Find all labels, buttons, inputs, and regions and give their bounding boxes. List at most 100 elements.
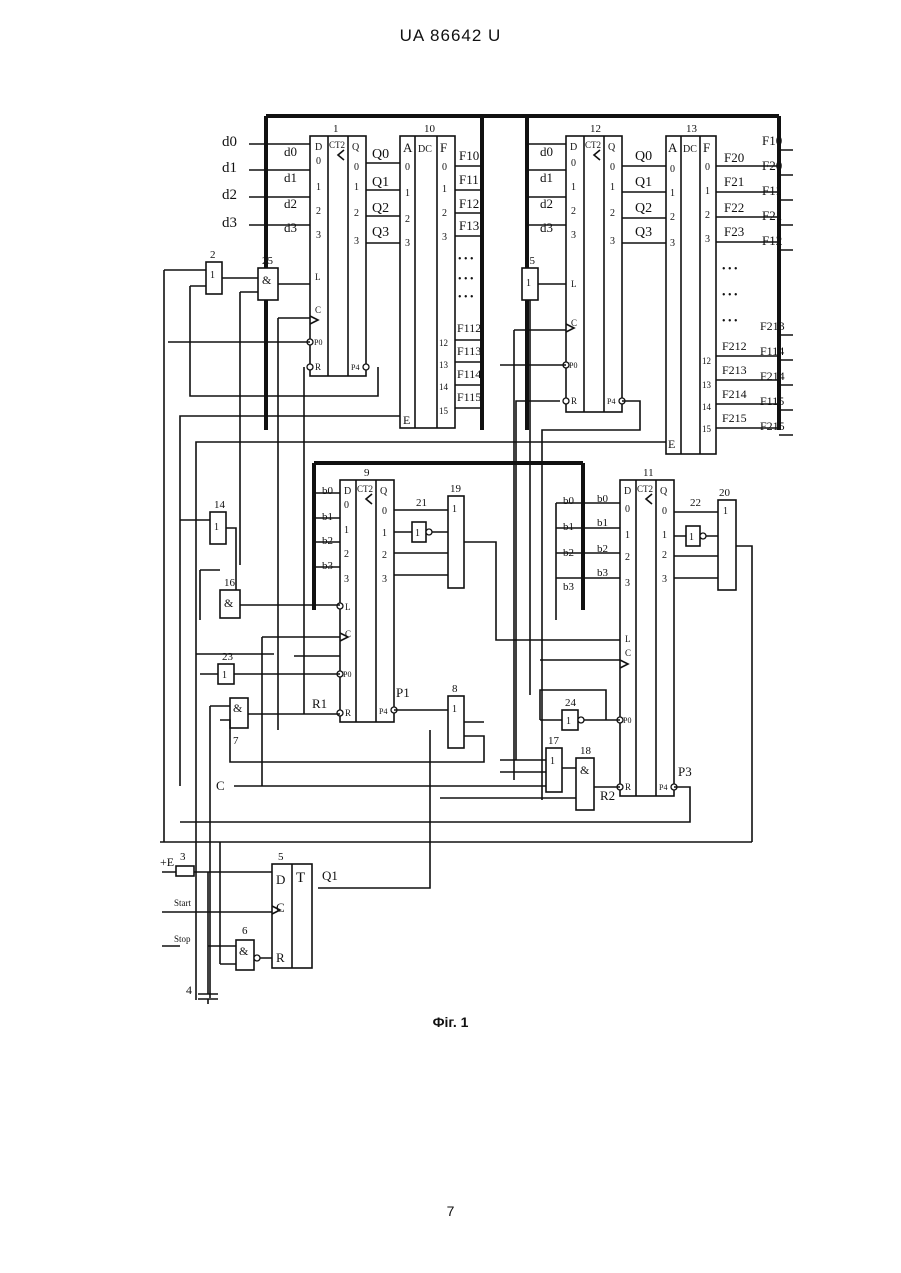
not-gate-23-number: 23 [222,651,234,663]
rout-0: F10 [762,133,782,148]
d13-pin-f: F [703,140,710,155]
d10-f3: 3 [442,232,447,243]
d13-a1: 1 [670,188,675,199]
c1-pin-c: C [315,305,321,315]
c9-in0: 0 [344,500,349,511]
d10-type: DC [418,144,432,155]
c12-out3: 3 [610,236,615,247]
trigger-5-pin-c: C [276,900,285,915]
c1-in1: 1 [316,182,321,193]
c9-inv-r [337,710,343,716]
c11-pin-p4: P4 [659,783,667,792]
c11-pin-d: D [624,486,631,497]
signal-q1: Q1 [322,868,338,883]
c9-in2: 2 [344,549,349,560]
and-gate-25-symbol: & [262,273,272,287]
c12-in1: 1 [571,182,576,193]
wires-trigger [162,842,272,990]
cnt12-d2: d2 [540,196,553,211]
or-gate-2-number: 2 [210,249,216,261]
c1-in3: 3 [316,230,321,241]
or-gate-20-symbol: 1 [723,506,728,517]
c9-pin-q: Q [380,486,388,497]
cnt1-q0: Q0 [372,147,389,162]
and-gate-16-number: 16 [224,577,236,589]
d10-out-f114: F114 [457,367,481,381]
b-c11-1: b1 [597,517,608,529]
d13-out-f212: F212 [722,339,747,353]
b-c11-left-0: b0 [563,495,575,507]
counter-11-number: 11 [643,467,654,479]
d13-f0: 0 [705,162,710,173]
rout-8: F115 [760,394,784,408]
signal-r2: R2 [600,788,615,803]
and-gate-16-symbol: & [224,596,234,610]
counter-1-pin-d: D [315,142,322,153]
not-gate-24-number: 24 [565,697,577,709]
d13-pin-e: E [668,437,675,451]
c12-inv-r [563,398,569,404]
or-gate-19-symbol: 1 [452,504,457,515]
counter-12-number: 12 [590,123,601,135]
trigger-5-pin-d: D [276,872,285,887]
d13-out-f23: F23 [724,224,744,239]
cnt1-d1: d1 [284,170,297,185]
not-gate-22-symbol: 1 [689,532,694,543]
d13-out-f215: F215 [722,411,747,425]
not-gate-21-number: 21 [416,497,427,509]
d10-a1: 1 [405,188,410,199]
d10-out-f112: F112 [457,321,481,335]
d13-f1: 1 [705,186,710,197]
c12-out1: 1 [610,182,615,193]
counter-1-type: CT2 [329,140,345,150]
d10-a0: 0 [405,162,410,173]
resistor-3-number: 3 [180,851,186,863]
not-gate-22-inverter [700,533,706,539]
c9-in3: 3 [344,574,349,585]
figure-caption: Фіг. 1 [0,1014,901,1030]
c1-inv-r [307,364,313,370]
c1-pin-r: R [315,362,321,372]
input-d3: d3 [222,215,237,231]
counter-9-type: CT2 [357,484,373,494]
cnt12-d0: d0 [540,144,553,159]
c12-pin-p0: P0 [569,361,577,370]
d13-f12: 12 [702,356,711,366]
c9-inv-l [337,603,343,609]
c11-pin-r: R [625,782,631,792]
c11-out3: 3 [662,574,667,585]
input-lines [249,144,310,225]
decoder-10-number: 10 [424,123,436,135]
not-gate-24-inverter [578,717,584,723]
c9-pin-p4: P4 [379,707,387,716]
c1-out2: 2 [354,208,359,219]
counter-12-type: CT2 [585,140,601,150]
not-gate-24-symbol: 1 [566,716,571,727]
or-gate-15-number: 15 [524,255,536,267]
d10-a2: 2 [405,214,410,225]
and-gate-18-symbol: & [580,763,590,777]
c1-pin-p0: P0 [314,338,322,347]
d10-pin-f: F [440,140,447,155]
c12-in3: 3 [571,230,576,241]
c1-out0: 0 [354,162,359,173]
d13-out-f20: F20 [724,150,744,165]
d10-ellipsis-3: • • • [458,292,474,303]
c1-out3: 3 [354,236,359,247]
c9-inputs [314,493,340,567]
d13-a0: 0 [670,164,675,175]
c11-pin-l: L [625,634,631,644]
d10-out-f10: F10 [459,148,479,163]
c11-pin-q: Q [660,486,668,497]
c9-out3: 3 [382,574,387,585]
c12-pin-p4: P4 [607,397,615,406]
rout-9: F215 [760,419,785,433]
c12-in2: 2 [571,206,576,217]
trigger-5-pin-r: R [276,950,285,965]
or-gate-8-symbol: 1 [452,704,457,715]
d10-out-f113: F113 [457,344,481,358]
c12-pin-r: R [571,396,577,406]
d13-out-f22: F22 [724,200,744,215]
d13-f15: 15 [702,424,712,434]
